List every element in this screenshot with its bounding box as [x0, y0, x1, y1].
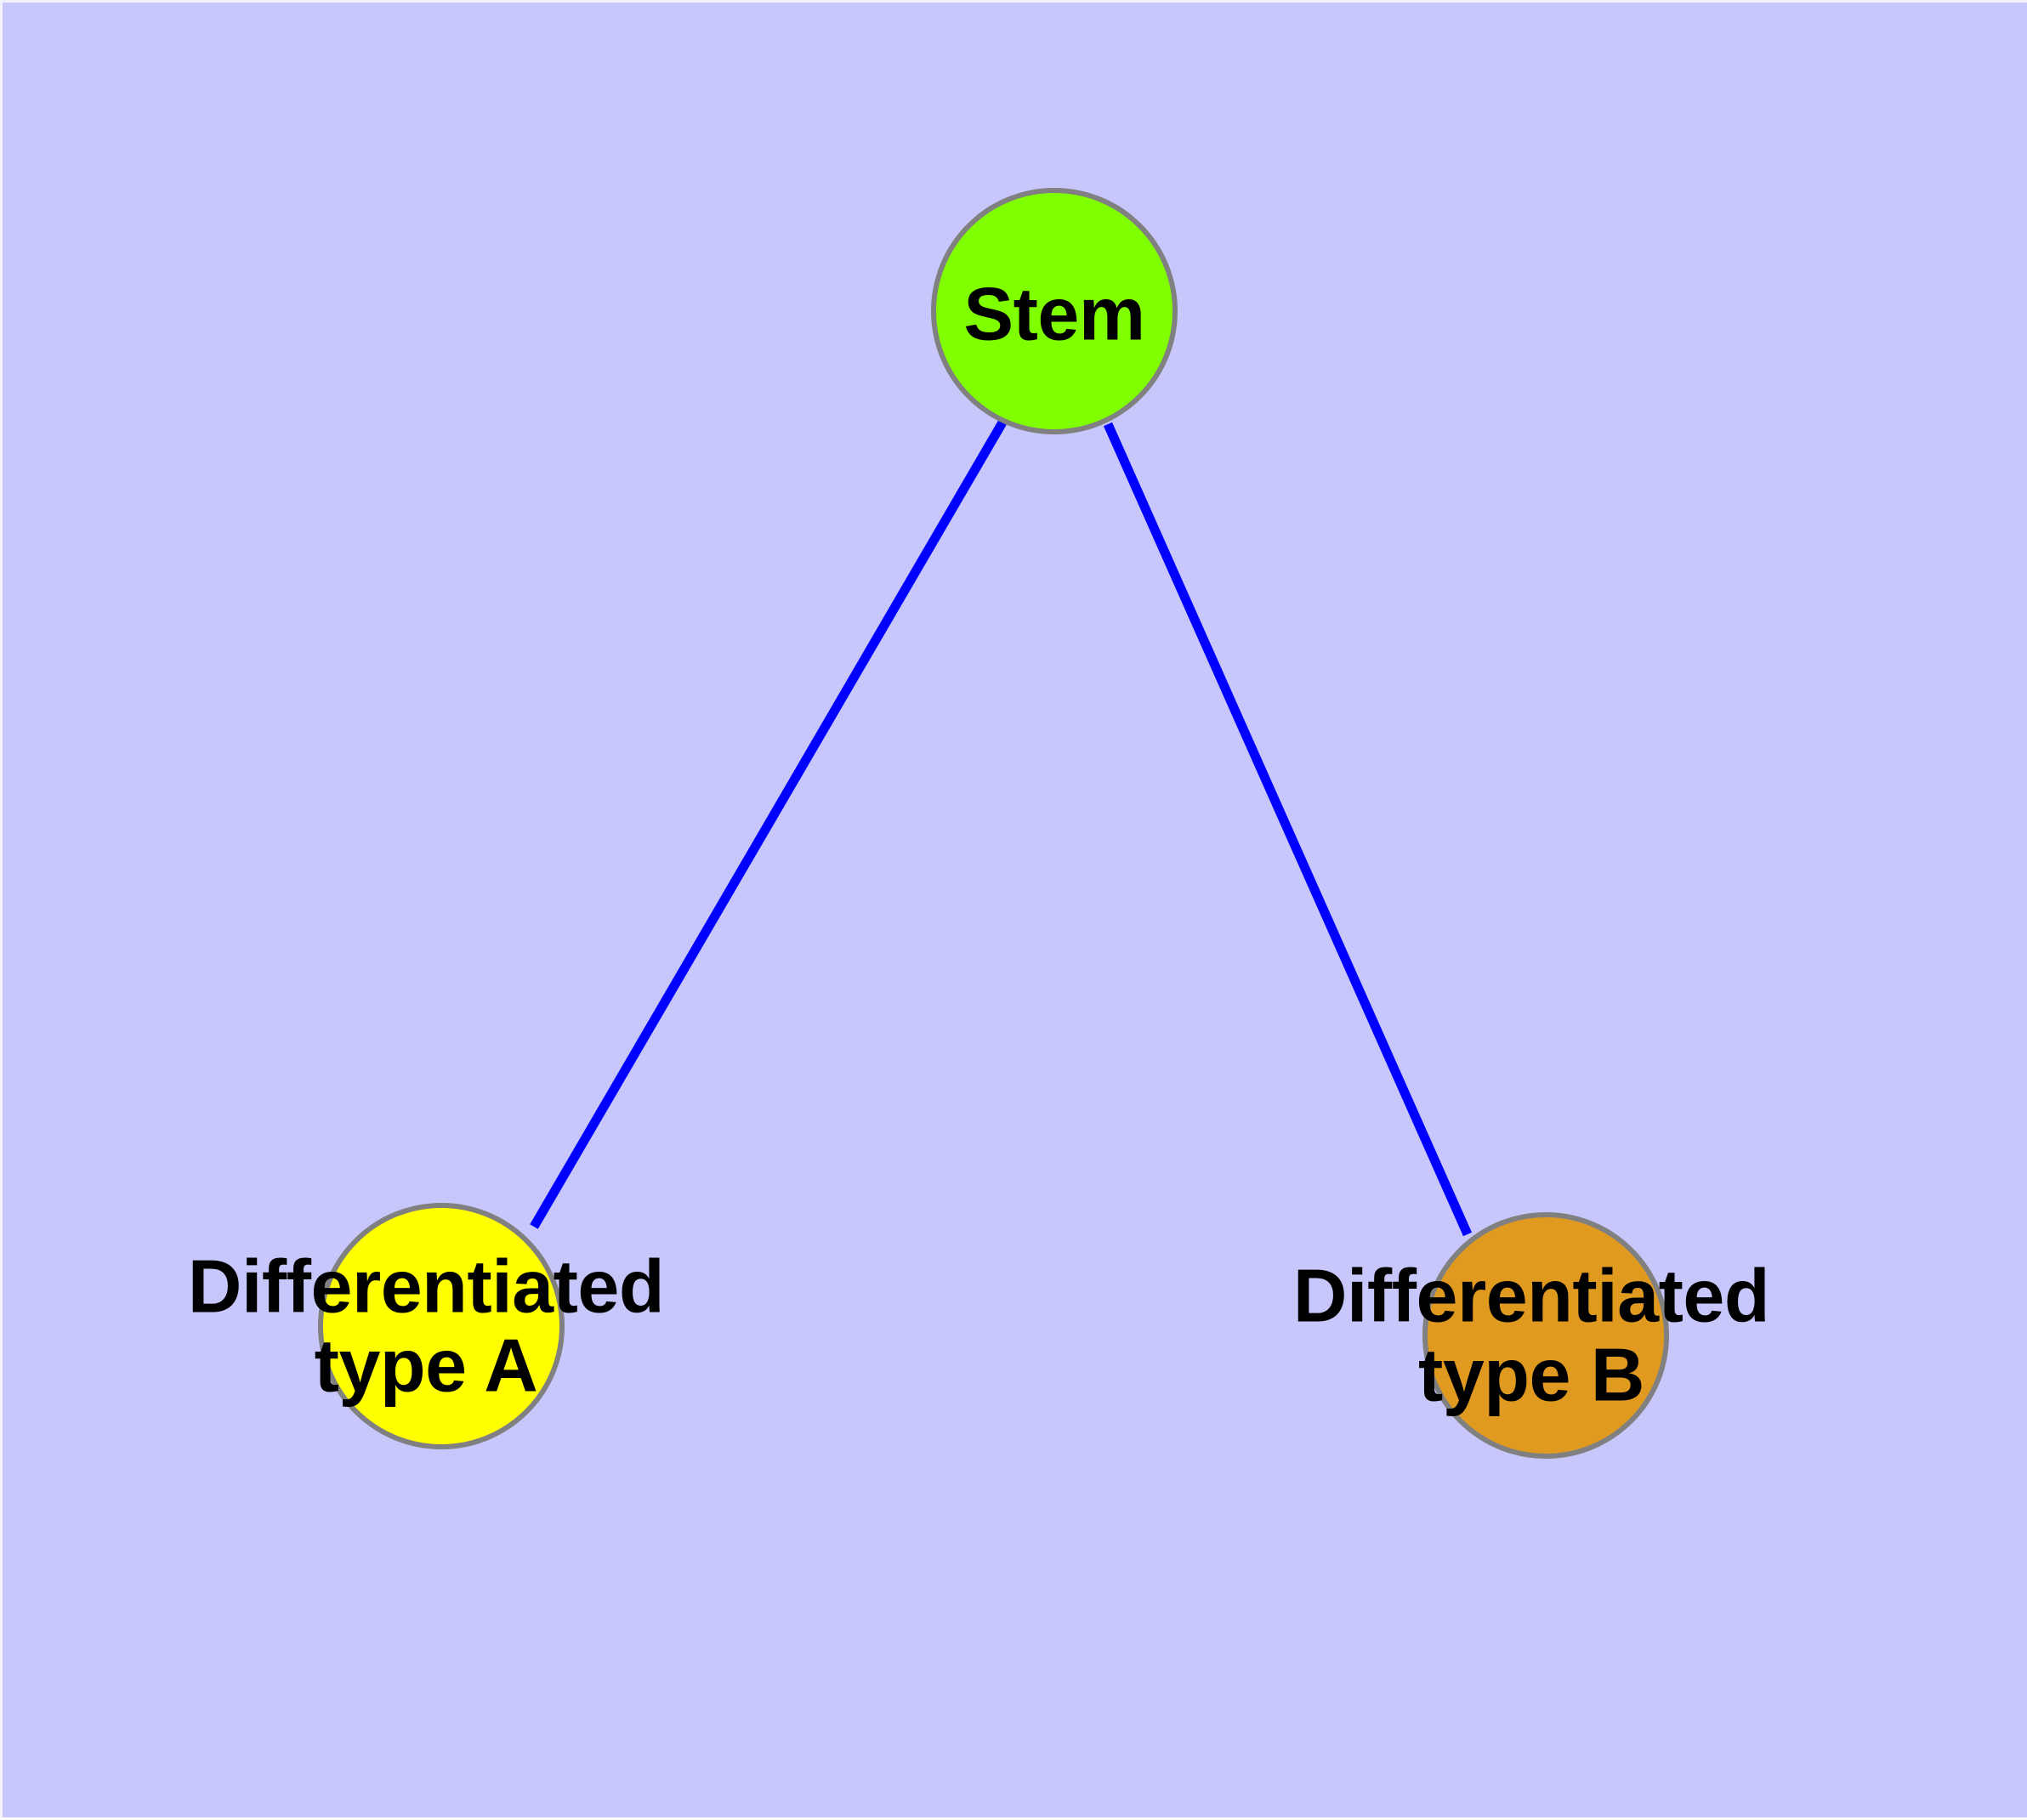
graph-node-diff_b[interactable]: [1422, 1212, 1669, 1459]
graph-node-diff_a[interactable]: [318, 1203, 565, 1449]
edge-layer: [530, 420, 1473, 1237]
graph-edge[interactable]: [1103, 422, 1473, 1237]
graph-node-stem[interactable]: [931, 188, 1178, 434]
graph-edge[interactable]: [530, 420, 1007, 1229]
